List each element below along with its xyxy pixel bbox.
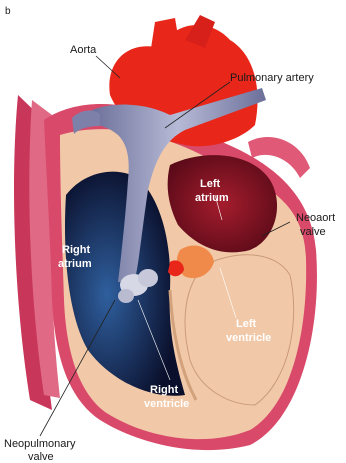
label-right-atrium-1: Right [62,244,90,256]
valve-cusp-2 [138,269,158,287]
valve-cusp-3 [118,289,134,303]
label-pulmonary-artery: Pulmonary artery [230,72,314,84]
label-neopulmonary-valve-1: Neopulmonary [4,438,76,450]
label-neoaortic-valve-2: valve [300,226,326,238]
label-right-ventricle-1: Right [150,384,178,396]
label-neoaortic-valve-1: Neoaort [296,212,335,224]
label-right-atrium-2: atrium [58,258,92,270]
label-left-atrium-1: Left [200,178,220,190]
label-left-atrium-2: atrium [195,192,229,204]
label-right-ventricle-2: ventricle [144,398,189,410]
label-left-ventricle-1: Left [236,318,256,330]
label-left-ventricle-2: ventricle [226,332,271,344]
corner-mark: b [5,6,11,18]
label-aorta: Aorta [70,44,96,56]
label-neopulmonary-valve-2: valve [28,451,54,463]
